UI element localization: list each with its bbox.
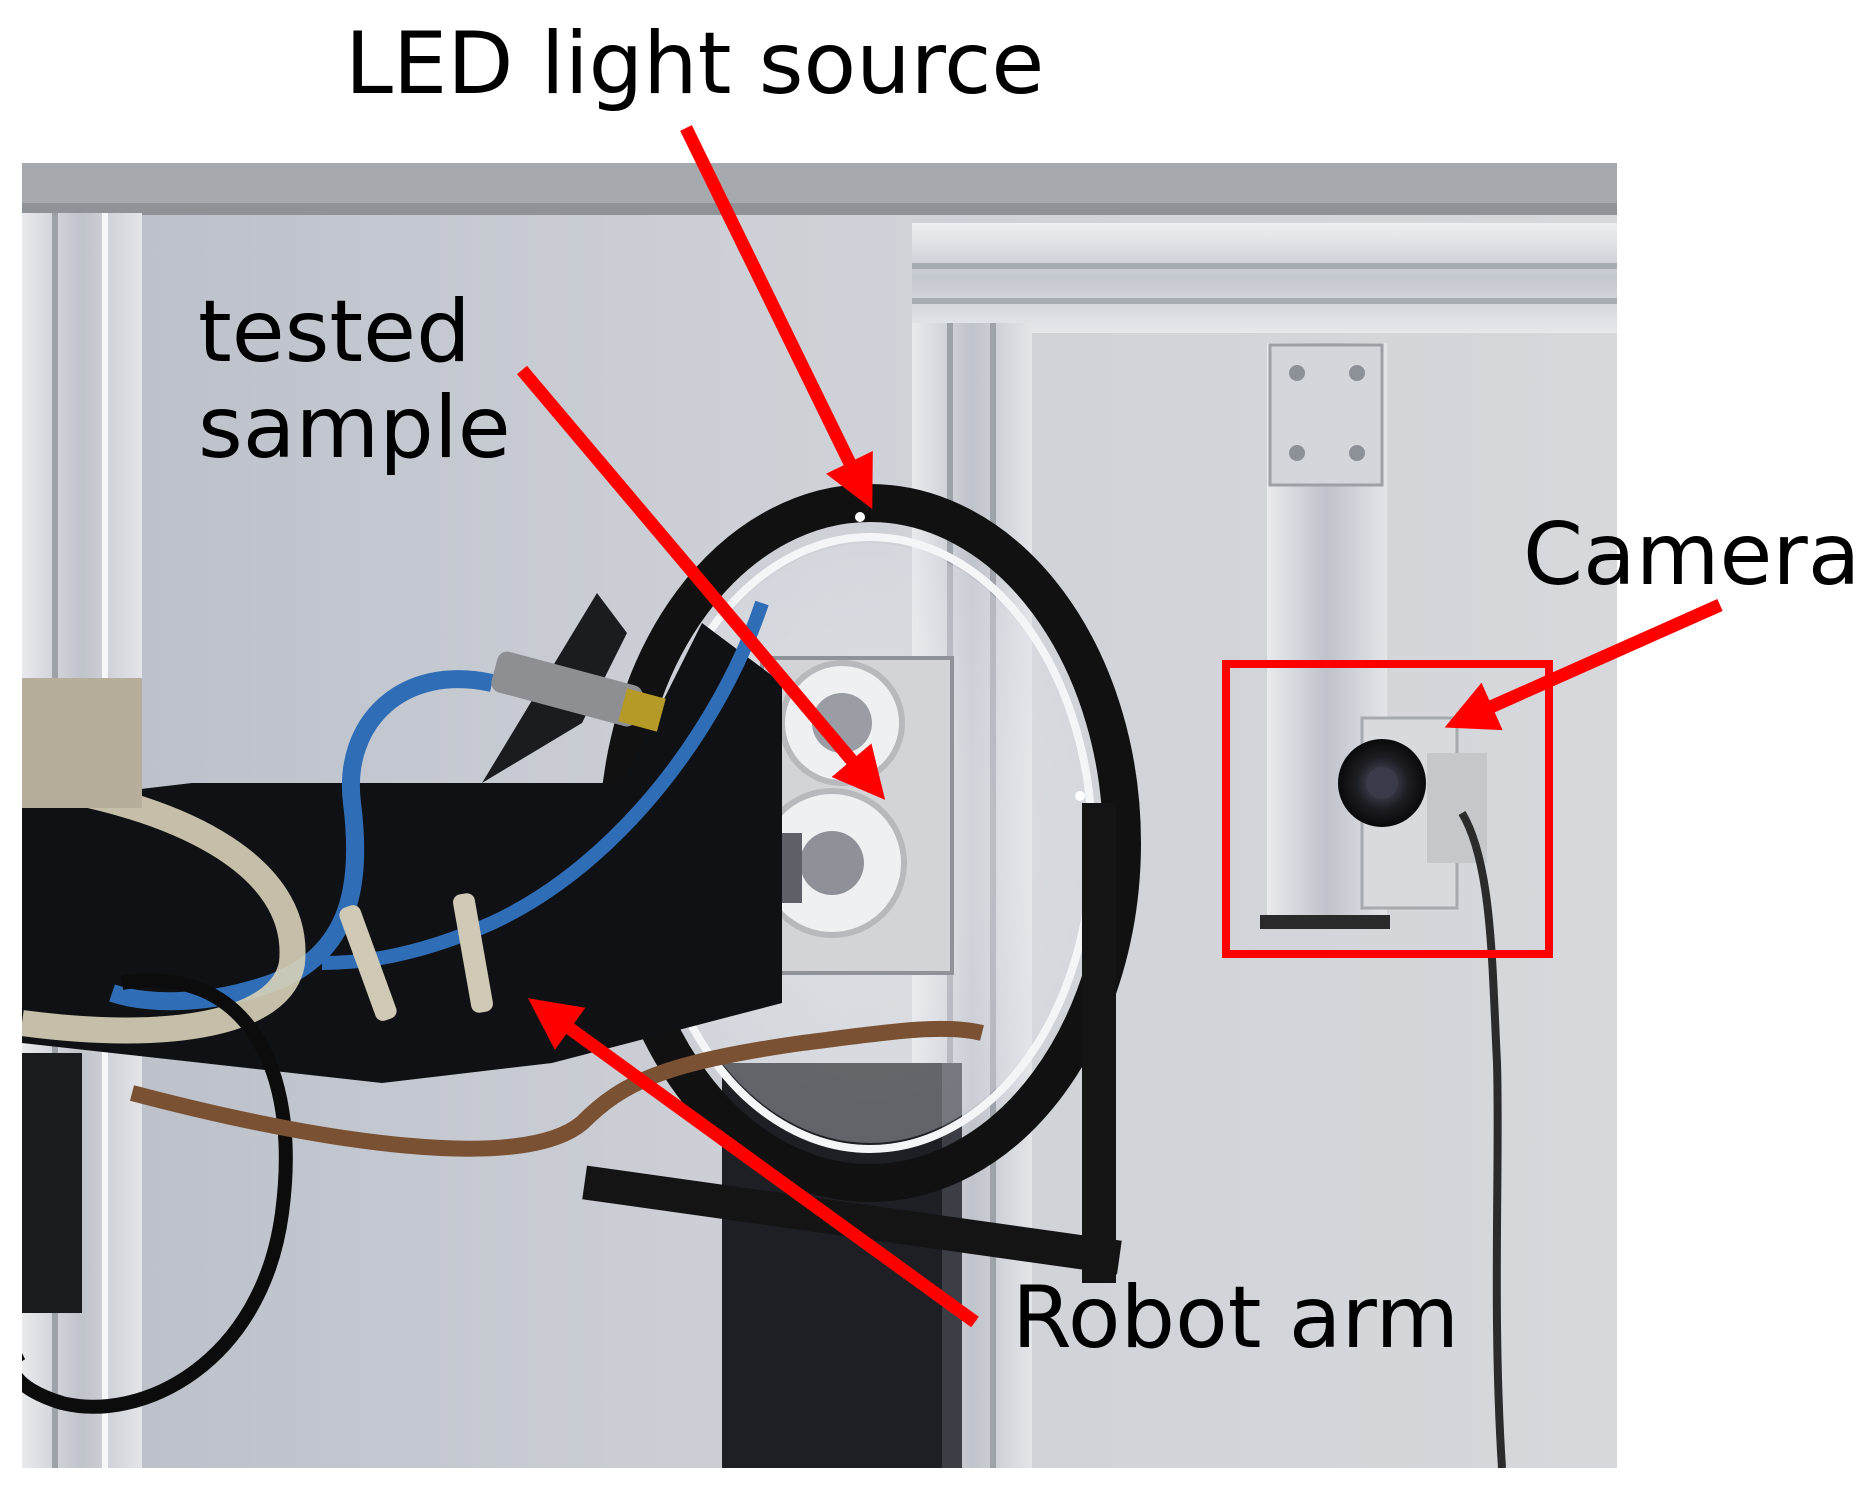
label-tested-sample-line2: sample: [198, 378, 511, 479]
robot-arm-gripper: [22, 623, 782, 1083]
pneumatic-tube-clear: [22, 770, 306, 1044]
black-cable: [22, 973, 293, 1414]
label-tested-sample: tested sample: [198, 284, 511, 477]
pneumatic-tube-blue: [109, 670, 494, 1011]
label-led-light-source: LED light source: [345, 14, 1045, 114]
label-tested-sample-line1: tested: [198, 282, 471, 382]
arm-block: [22, 678, 142, 808]
mount-plate: [1268, 343, 1384, 487]
ring-bracket: [1082, 803, 1116, 1283]
aluminium-beam: [912, 223, 1617, 333]
label-robot-arm: Robot arm: [1012, 1268, 1460, 1368]
label-camera: Camera: [1523, 505, 1861, 605]
